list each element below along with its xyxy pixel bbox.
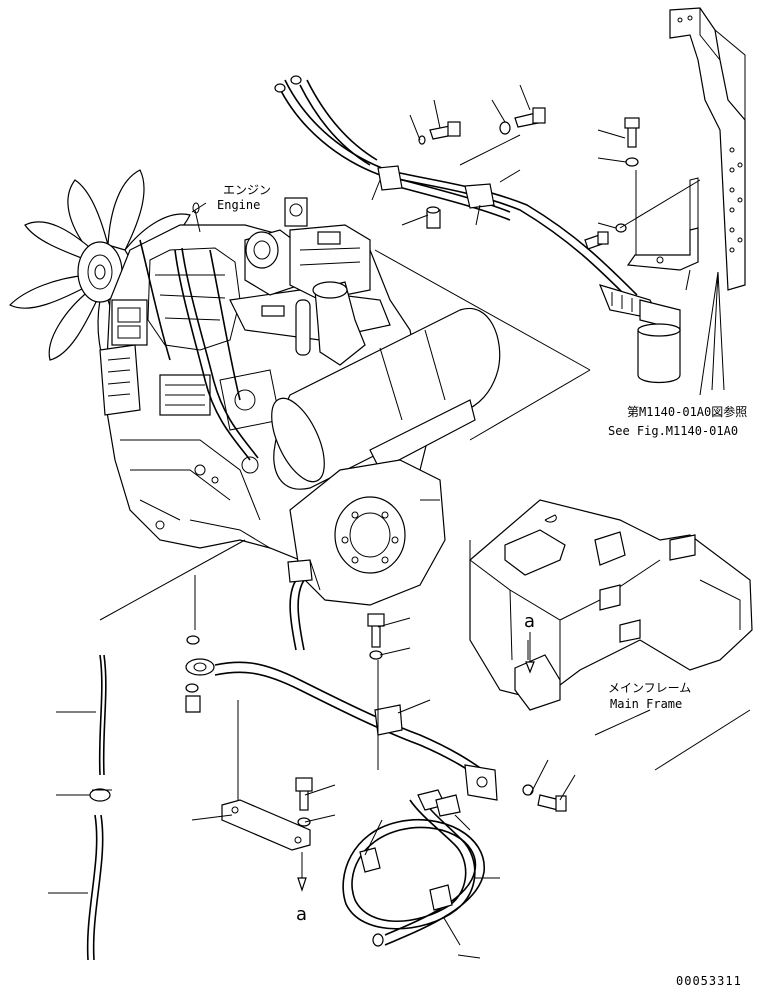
- reference-label-en: See Fig.M1140-01A0: [608, 424, 739, 438]
- section-marker-a-top: a: [524, 611, 536, 632]
- coiled-hose: [342, 789, 485, 947]
- stay-plate: [221, 799, 311, 851]
- main-frame-label-jp: メインフレーム: [608, 681, 692, 695]
- vertical-support-bracket: [669, 7, 746, 291]
- engine-assembly: [8, 169, 501, 651]
- main-frame: [469, 499, 753, 771]
- drain-hose-assembly: [185, 613, 567, 892]
- leader-lines-bottom: [48, 539, 576, 959]
- filter-bracket: [626, 177, 699, 271]
- dipstick-tube: [86, 654, 112, 961]
- drawing-number: 00053311: [676, 974, 742, 988]
- top-hardware: [418, 107, 640, 250]
- engine-label-jp: エンジン: [223, 183, 272, 197]
- remote-oil-filter: [637, 299, 681, 384]
- section-marker-a-bottom: a: [296, 904, 308, 925]
- main-frame-label-en: Main Frame: [610, 697, 683, 711]
- reference-label-jp: 第M1140-01A0図参照: [627, 405, 748, 419]
- engine-label-en: Engine: [217, 198, 261, 212]
- leader-lines-top: [371, 84, 725, 441]
- top-hose-lines: [274, 75, 662, 321]
- engine-leader: [191, 202, 207, 213]
